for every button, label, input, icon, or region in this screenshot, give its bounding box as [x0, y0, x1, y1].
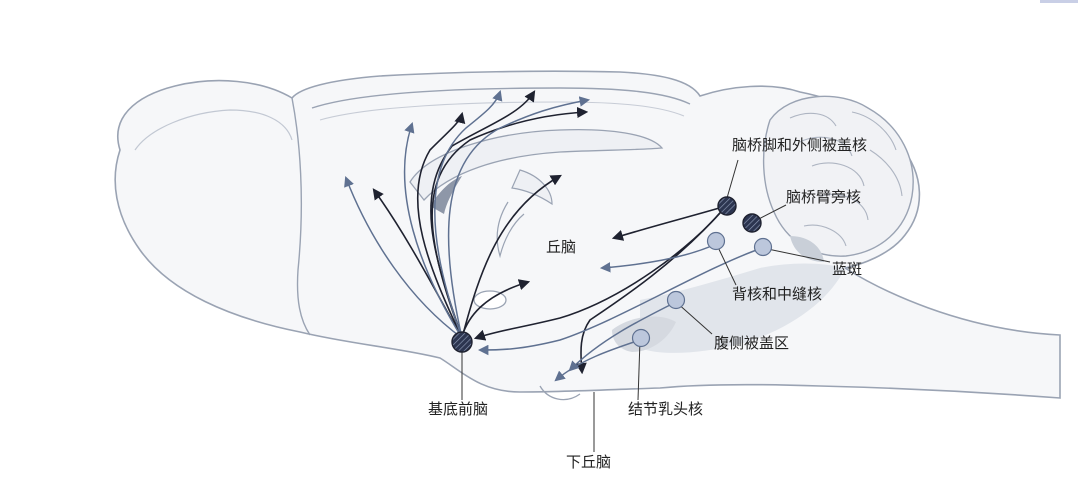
pathway-ppt-to-thalamus: [611, 205, 727, 241]
label-basal-forebrain: 基底前脑: [428, 400, 489, 418]
light-pathways: [344, 90, 763, 382]
label-locus-coeruleus: 蓝斑: [832, 260, 863, 278]
dark-pathways: [372, 90, 727, 375]
pathway-vta-to-hypothalamus: [568, 301, 677, 372]
brain-outline: [114, 70, 1061, 401]
label-parabrachial: 脑桥臂旁核: [786, 188, 862, 206]
corner-bar: [1040, 0, 1078, 3]
pathway-light-cortex-4: [447, 96, 591, 339]
pathway-light-cortex-3: [434, 90, 503, 339]
pathway-tmn-to-hypothalamus: [554, 339, 641, 382]
label-tmn: 结节乳头核: [628, 400, 704, 418]
label-thalamus: 丘脑: [546, 238, 577, 256]
pathway-lc-to-basal-forebrain: [477, 247, 763, 356]
label-vta: 腹侧被盖区: [714, 334, 790, 352]
nucleus-ppt-ldt: [717, 196, 737, 216]
nucleus-raphe: [706, 231, 726, 251]
nucleus-basal-forebrain: [451, 331, 473, 353]
nucleus-locus-coeruleus: [753, 237, 773, 257]
pathway-light-cortex-1: [344, 176, 463, 339]
pathway-bf-to-cortex-4: [431, 106, 589, 339]
nucleus-tmn: [631, 328, 651, 348]
label-hypothalamus: 下丘脑: [566, 453, 612, 471]
nuclei: [451, 196, 773, 353]
label-ppt-ldt: 脑桥脚和外侧被盖核: [732, 136, 868, 154]
pathway-bf-to-cortex-2: [416, 111, 466, 339]
nucleus-parabrachial: [742, 213, 762, 233]
label-raphe: 背核和中缝核: [732, 285, 823, 303]
pathway-light-cortex-2: [403, 122, 463, 339]
pathway-bf-to-fornix: [461, 174, 562, 339]
nucleus-vta: [666, 290, 686, 310]
leader-lines: [461, 159, 831, 452]
pathway-raphe-to-thalamus: [599, 243, 717, 273]
pathway-brainstem-to-hypothalamus: [575, 205, 727, 375]
